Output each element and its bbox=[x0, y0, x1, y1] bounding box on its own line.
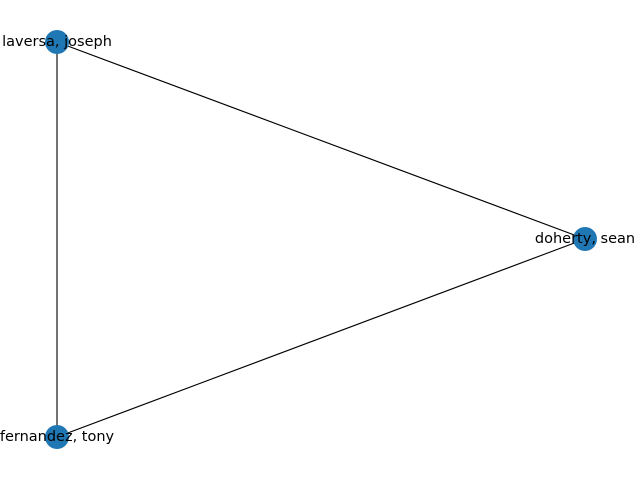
edge-layer bbox=[56, 41, 586, 438]
node-label-laversa: laversa, joseph bbox=[2, 34, 112, 50]
node-layer bbox=[45, 30, 597, 449]
edge-doherty-fernandez bbox=[56, 238, 586, 438]
node-label-doherty: doherty, sean bbox=[535, 231, 635, 247]
node-fernandez bbox=[45, 425, 69, 449]
node-label-fernandez: fernandez, tony bbox=[0, 429, 115, 445]
edge-laversa-doherty bbox=[56, 41, 586, 240]
node-laversa bbox=[45, 30, 69, 54]
label-layer: laversa, joseph doherty, sean fernandez, t… bbox=[0, 34, 635, 445]
node-doherty bbox=[573, 227, 597, 251]
